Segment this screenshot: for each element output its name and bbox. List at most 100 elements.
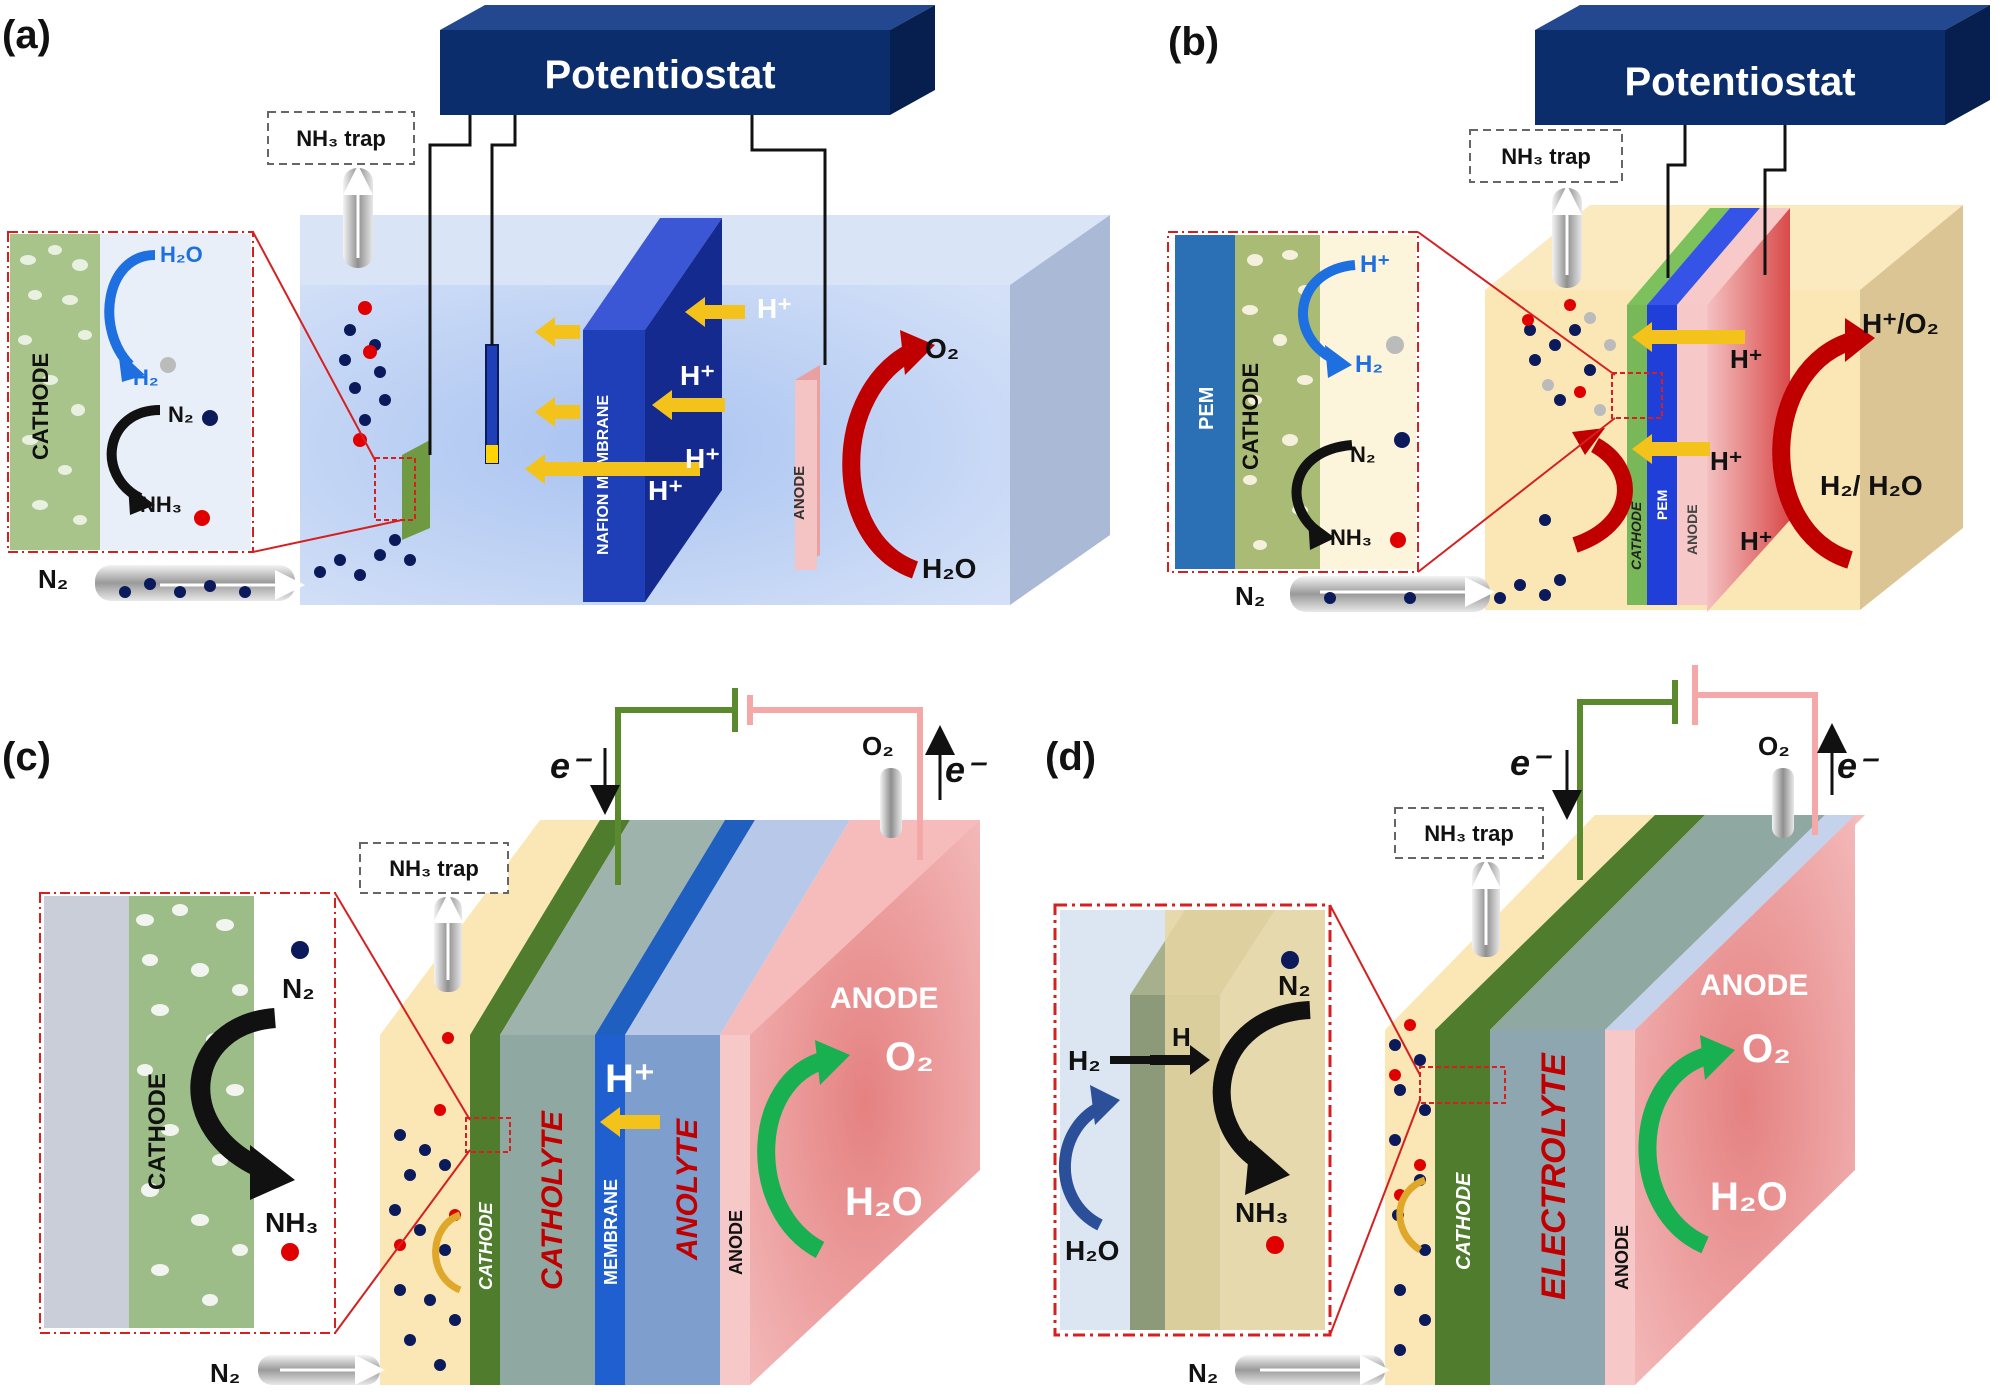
h-plus-a-1: H⁺ bbox=[757, 293, 792, 324]
electrolyte-d-label: ELECTROLYTE bbox=[1535, 1052, 1573, 1300]
membrane-a-top bbox=[583, 218, 722, 330]
potentiostat-b bbox=[1535, 30, 1945, 125]
inset-b-pem bbox=[1175, 235, 1235, 569]
inset-b-nh3: NH₃ bbox=[1330, 525, 1372, 550]
inset-a-h2o: H₂O bbox=[160, 242, 203, 267]
o2-c: O₂ bbox=[885, 1035, 934, 1079]
electron-d-2: e⁻ bbox=[1837, 745, 1880, 786]
h-plus-a-3: H⁺ bbox=[685, 443, 720, 474]
inset-a-n2: N₂ bbox=[168, 402, 194, 427]
h-plus-b-3: H⁺ bbox=[1740, 526, 1773, 556]
membrane-c-label: MEMBRANE bbox=[601, 1179, 621, 1285]
potentiostat-b-label: Potentiostat bbox=[1624, 60, 1855, 104]
o2-top-c: O₂ bbox=[862, 731, 894, 761]
reference-tip-a bbox=[486, 445, 498, 463]
catholyte-c bbox=[500, 1035, 595, 1385]
anode-c bbox=[720, 1035, 750, 1385]
potentiostat-a bbox=[440, 30, 890, 115]
cell-d-electrolyte bbox=[1385, 1030, 1435, 1385]
nh3-trap-c-label: NH₃ trap bbox=[389, 856, 479, 881]
panel-c: CATHODE CATHOLYTE MEMBRANE ANOLYTE ANODE… bbox=[2, 688, 988, 1388]
inset-b-h-plus: H⁺ bbox=[1360, 251, 1390, 278]
h2-h2o-label-b: H₂/ H₂O bbox=[1820, 470, 1923, 501]
inset-b-h2: H₂ bbox=[1355, 351, 1383, 378]
inset-c-n2: N₂ bbox=[282, 973, 315, 1004]
cathode-b bbox=[1627, 305, 1647, 605]
inset-b-cathode-label: CATHODE bbox=[1238, 363, 1263, 470]
inset-d-n2: N₂ bbox=[1278, 970, 1311, 1001]
potentiostat-a-top bbox=[440, 5, 935, 30]
wire-a-3 bbox=[750, 115, 827, 365]
h-plus-b-1: H⁺ bbox=[1730, 344, 1763, 374]
inset-a-blue-arrow bbox=[104, 250, 156, 369]
inset-c-current-collector bbox=[44, 896, 129, 1328]
wire-a-1 bbox=[428, 115, 472, 455]
catholyte-c-label: CATHOLYTE bbox=[536, 1110, 569, 1290]
h-plus-b-2: H⁺ bbox=[1710, 446, 1743, 476]
cathode-d-label: CATHODE bbox=[1453, 1172, 1475, 1270]
potentiostat-a-side bbox=[890, 5, 935, 115]
anode-c-face-label: ANODE bbox=[830, 982, 938, 1015]
h2o-d: H₂O bbox=[1710, 1175, 1788, 1219]
anode-b-label: ANODE bbox=[1684, 504, 1700, 555]
cathode-c bbox=[470, 1035, 500, 1385]
n2-molecules-a bbox=[119, 324, 416, 598]
cathode-d bbox=[1435, 1030, 1490, 1385]
inset-a-h2: H₂ bbox=[133, 365, 159, 390]
panel-a-letter: (a) bbox=[2, 13, 51, 57]
h-plus-a-2: H⁺ bbox=[680, 360, 715, 391]
n2-label-b: N₂ bbox=[1235, 581, 1265, 611]
anode-d-face-label: ANODE bbox=[1700, 969, 1808, 1002]
o2-label-a: O₂ bbox=[925, 333, 959, 364]
nh3-trap-d-label: NH₃ trap bbox=[1424, 821, 1514, 846]
inset-a-electrolyte bbox=[100, 234, 251, 550]
inset-d-h: H bbox=[1172, 1022, 1191, 1052]
h-plus-arrows-a bbox=[525, 297, 745, 484]
inset-d-electrolyte bbox=[1165, 910, 1325, 1330]
h-plus-a-4: H⁺ bbox=[648, 475, 683, 506]
inset-b-n2: N₂ bbox=[1350, 442, 1376, 467]
panel-d-letter: (d) bbox=[1045, 735, 1096, 779]
anode-a bbox=[795, 380, 817, 570]
panel-c-letter: (c) bbox=[2, 735, 51, 779]
inset-c-cathode-label: CATHODE bbox=[144, 1073, 171, 1190]
membrane-c bbox=[595, 1035, 625, 1385]
inset-a-cathode-label: CATHODE bbox=[28, 353, 53, 460]
inset-a-cathode bbox=[10, 234, 100, 550]
panel-d: CATHODE ELECTROLYTE ANODE ANODE O₂ H₂O e… bbox=[1045, 665, 1880, 1388]
anode-d bbox=[1605, 1030, 1635, 1385]
anode-c-side-label: ANODE bbox=[726, 1210, 746, 1275]
n2-label-a: N₂ bbox=[38, 564, 68, 594]
nh3-trap-a-box bbox=[267, 111, 415, 165]
nh3-trap-a-label: NH₃ trap bbox=[296, 126, 386, 151]
anode-d-side-label: ANODE bbox=[1612, 1225, 1632, 1290]
panel-a: NAFION MEMBRANE ANODE Potentiostat NH₃ t… bbox=[2, 5, 1110, 605]
inset-b-pem-label: PEM bbox=[1196, 387, 1218, 430]
h2o-label-a: H₂O bbox=[922, 553, 976, 584]
panel-b-letter: (b) bbox=[1168, 20, 1219, 64]
inset-d-nh3: NH₃ bbox=[1235, 1197, 1288, 1228]
anode-b-side bbox=[1707, 208, 1790, 612]
o2-d: O₂ bbox=[1742, 1027, 1791, 1071]
electrolyte-d bbox=[1490, 1030, 1605, 1385]
anode-a-label: ANODE bbox=[791, 466, 808, 520]
h2o-c: H₂O bbox=[845, 1180, 923, 1224]
anolyte-c-label: ANOLYTE bbox=[671, 1118, 704, 1261]
box-b-side bbox=[1860, 205, 1963, 610]
cathode-c-label: CATHODE bbox=[476, 1201, 496, 1290]
inset-c-nh3: NH₃ bbox=[265, 1207, 318, 1238]
potentiostat-a-label: Potentiostat bbox=[544, 53, 775, 97]
electron-d-1: e⁻ bbox=[1510, 742, 1553, 783]
nh3-trap-b-label: NH₃ trap bbox=[1501, 144, 1591, 169]
anolyte-c bbox=[625, 1035, 720, 1385]
h-plus-c: H⁺ bbox=[605, 1057, 655, 1101]
electron-c-2: e⁻ bbox=[945, 749, 988, 790]
inset-a-black-arrow bbox=[106, 405, 161, 503]
electron-c-1: e⁻ bbox=[550, 745, 593, 786]
wire-a-2 bbox=[490, 115, 517, 345]
pem-b-label: PEM bbox=[1654, 490, 1670, 520]
o2-top-d: O₂ bbox=[1758, 731, 1790, 761]
cathode-b-label: CATHODE bbox=[1628, 501, 1644, 570]
